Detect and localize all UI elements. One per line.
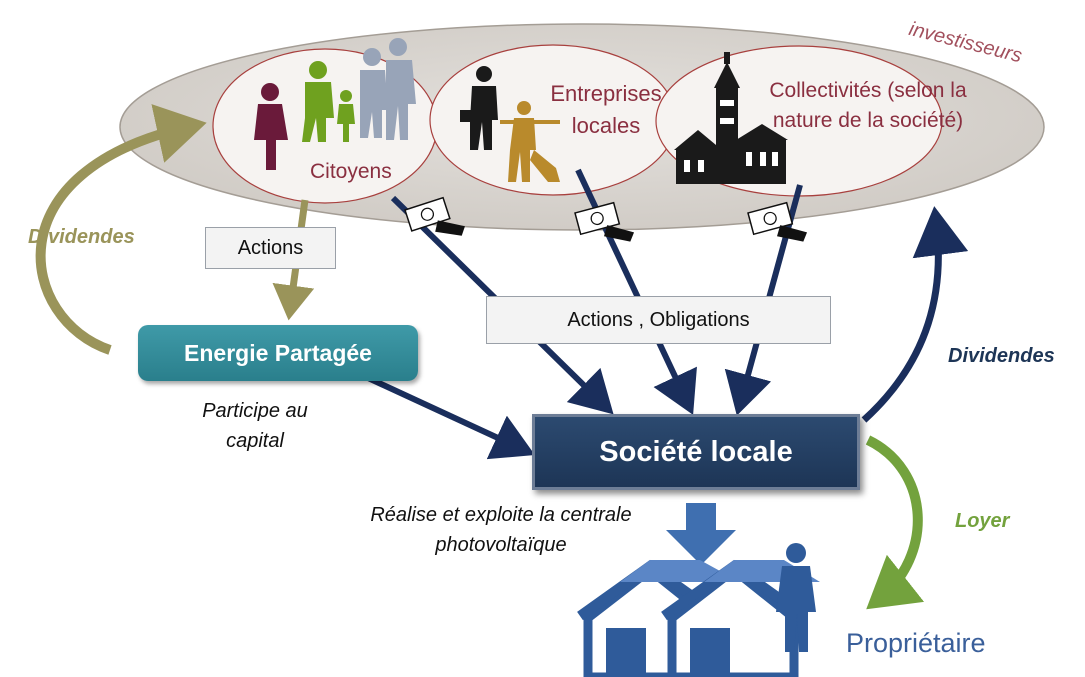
arrow-down-to-plant: [666, 503, 736, 565]
communities-label: Collectivités (selon la nature de la soc…: [769, 79, 967, 132]
actions-bonds-box: Actions , Obligations: [486, 296, 831, 344]
arrow-dividends-left: [35, 104, 207, 355]
citizens-label: Citoyens: [310, 160, 392, 183]
dividends-left-label: Dividendes: [28, 226, 135, 248]
arrow-dividends-right: [861, 206, 969, 423]
workers-icon: [460, 66, 560, 182]
money-icon: [404, 196, 465, 236]
arrow-rent: [865, 435, 925, 610]
money-icon: [747, 201, 808, 242]
citizens-group-icon: [254, 38, 416, 170]
local-company-box: Société locale: [532, 414, 860, 490]
rent-label: Loyer: [955, 510, 1010, 532]
money-icon: [574, 201, 635, 242]
companies-label: Entreprises locales: [550, 81, 662, 138]
owner-label: Propriétaire: [846, 628, 986, 658]
town-hall-icon: [674, 52, 788, 184]
houses-icon: [577, 559, 820, 677]
energie-partagee-box: Energie Partagée: [138, 325, 418, 381]
actions-box: Actions: [205, 227, 336, 269]
owner-person-icon: [776, 543, 816, 652]
dividends-right-label: Dividendes: [948, 345, 1055, 367]
builds-label: Réalise et exploite la centrale photovol…: [370, 504, 632, 556]
participates-label: Participe au capital: [202, 400, 308, 452]
